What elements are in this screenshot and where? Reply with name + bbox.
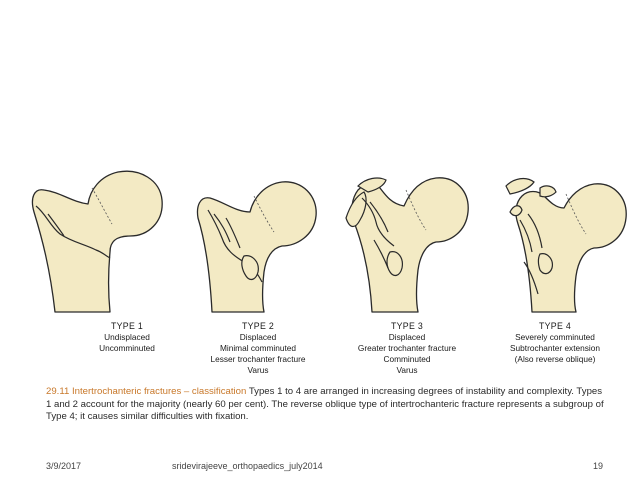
caption-label: 29.11 Intertrochanteric fractures – clas… — [46, 386, 247, 397]
type-2-description: TYPE 2 Displaced Minimal comminuted Less… — [183, 321, 333, 376]
type-4-line: (Also reverse oblique) — [514, 354, 596, 364]
type-2-line: Varus — [247, 365, 269, 375]
type-1-line: Undisplaced — [104, 332, 150, 342]
type-3-line: Comminuted — [383, 354, 431, 364]
type-3-femur — [345, 177, 469, 313]
type-4-femur — [505, 177, 627, 313]
type-2-title: TYPE 2 — [241, 321, 275, 331]
type-2-line: Displaced — [239, 332, 277, 342]
type-1-title: TYPE 1 — [110, 321, 144, 331]
type-4-line: Severely comminuted — [515, 332, 595, 342]
type-2-femur — [196, 181, 317, 313]
femur-fracture-illustration: .bone { fill: #f3eac4; stroke: #2a2a2a; … — [31, 170, 627, 313]
type-1-femur — [31, 170, 163, 313]
type-4-title: TYPE 4 — [538, 321, 572, 331]
type-2-line: Minimal comminuted — [219, 343, 297, 353]
type-1-description: TYPE 1 Undisplaced Uncomminuted — [52, 321, 202, 354]
type-3-line: Greater trochanter fracture — [357, 343, 457, 353]
type-1-line: Uncomminuted — [99, 343, 155, 353]
type-3-title: TYPE 3 — [390, 321, 424, 331]
type-3-description: TYPE 3 Displaced Greater trochanter frac… — [332, 321, 482, 376]
type-3-line: Displaced — [388, 332, 426, 342]
type-3-line: Varus — [396, 365, 418, 375]
type-2-line: Lesser trochanter fracture — [210, 354, 306, 364]
caption-text: Types 1 to 4 are arranged in increasing … — [46, 386, 604, 423]
footer-date: 3/9/2017 — [46, 461, 82, 471]
footer-author: sridevirajeeve_orthopaedics_july2014 — [172, 461, 323, 471]
figure-caption: 29.11 Intertrochanteric fractures – clas… — [46, 386, 606, 424]
type-4-description: TYPE 4 Severely comminuted Subtrochanter… — [480, 321, 630, 365]
type-4-line: Subtrochanter extension — [510, 343, 600, 353]
footer-page-number: 19 — [593, 461, 604, 471]
